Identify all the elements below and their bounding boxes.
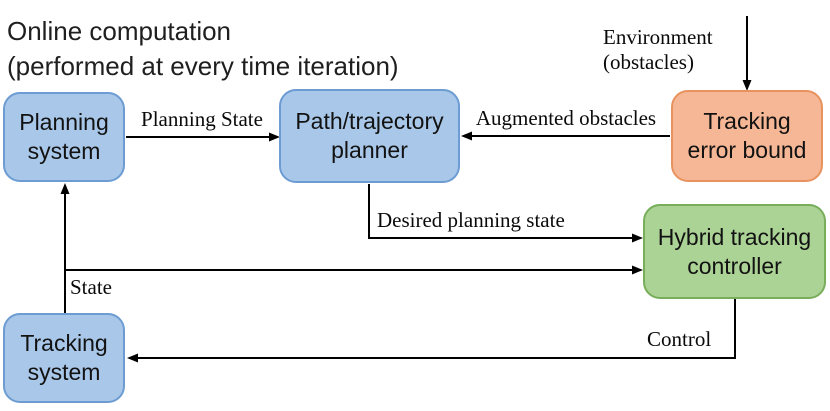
node-planning-system: Planning system <box>3 92 125 182</box>
edge-label-augmented-obstacles: Augmented obstacles <box>475 106 657 130</box>
arrow-environment <box>742 16 752 91</box>
edge-label-environment: Environment (obstacles) <box>603 25 713 74</box>
arrow-state-right <box>65 265 643 275</box>
edge-label-desired-planning-state: Desired planning state <box>377 208 565 232</box>
node-hybrid-tracking-controller: Hybrid tracking controller <box>643 204 826 299</box>
arrow-planning-state <box>126 132 280 142</box>
node-tracking-error-bound: Tracking error bound <box>671 90 823 182</box>
node-path-trajectory-planner: Path/trajectory planner <box>279 89 460 183</box>
arrow-control <box>127 299 736 363</box>
diagram-title: Online computation (performed at every t… <box>7 16 399 81</box>
edge-label-control: Control <box>647 327 712 351</box>
arrow-augmented-obstacles <box>461 131 670 141</box>
edge-label-planning-state: Planning State <box>141 107 263 131</box>
node-tracking-system: Tracking system <box>3 313 125 403</box>
edge-label-state: State <box>70 275 112 299</box>
arrow-state-up <box>60 183 70 313</box>
